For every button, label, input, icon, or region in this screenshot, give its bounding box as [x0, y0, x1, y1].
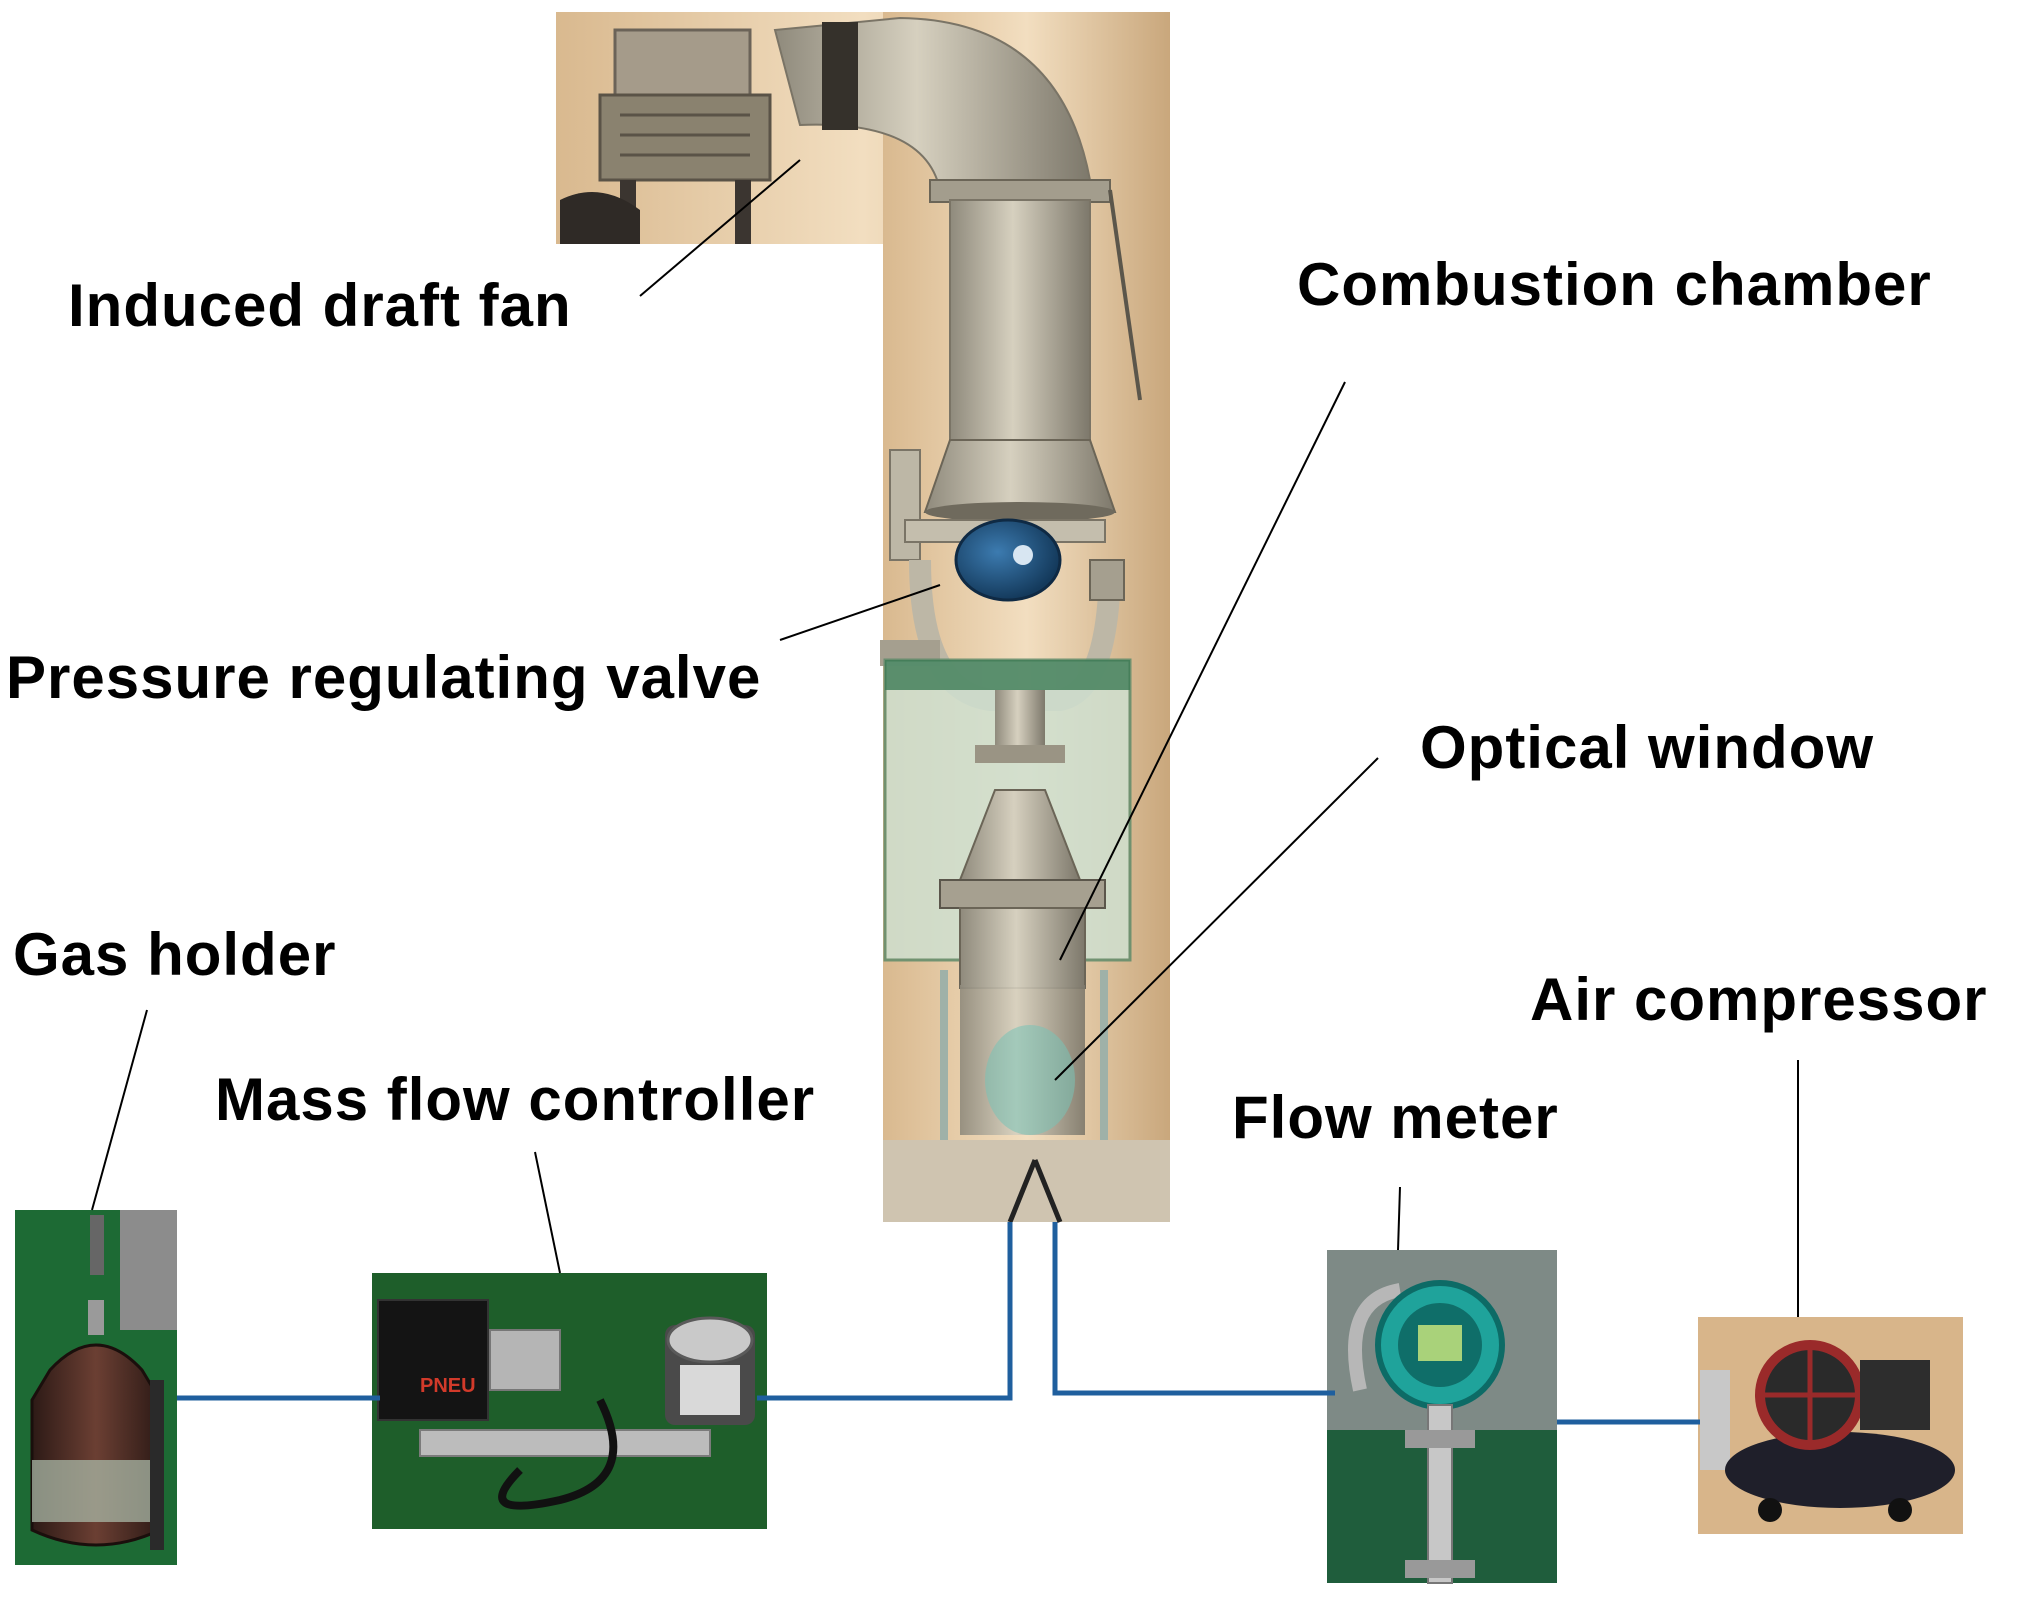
leader-flow-meter	[1397, 1186, 1401, 1251]
label-mass-flow-controller: Mass flow controller	[215, 1066, 816, 1133]
leader-gas-holder	[91, 1009, 148, 1211]
gas-holder-photo	[15, 1210, 177, 1565]
pipe-mfc-to-chamber	[757, 1222, 1013, 1401]
leader-optical-window	[1054, 757, 1379, 1081]
flow-meter-photo	[1327, 1250, 1557, 1584]
label-combustion-chamber: Combustion chamber	[1297, 251, 1932, 318]
leader-induced-draft-fan	[639, 159, 801, 297]
leader-pressure-regulating-valve	[779, 584, 941, 641]
label-pressure-regulating-valve: Pressure regulating valve	[6, 644, 762, 711]
label-induced-draft-fan: Induced draft fan	[68, 272, 572, 339]
induced-draft-fan-photo	[560, 28, 772, 244]
mfc-brand-text: PNEU	[420, 1375, 476, 1397]
label-gas-holder: Gas holder	[13, 921, 337, 988]
label-optical-window: Optical window	[1420, 714, 1875, 781]
pressure-regulating-valve-photo	[880, 449, 1125, 711]
pipe-flowmeter-to-chamber	[1052, 1222, 1335, 1396]
exhaust-duct-photo	[773, 16, 1142, 522]
leader-combustion-chamber	[1059, 381, 1346, 961]
air-compressor-photo	[1698, 1317, 1963, 1534]
leader-mass-flow-controller	[534, 1151, 561, 1274]
combustion-chamber-photo	[939, 690, 1108, 1170]
combustion-rig-photo	[556, 12, 1170, 1223]
label-air-compressor: Air compressor	[1530, 966, 1988, 1033]
leader-lines	[91, 159, 1799, 1317]
label-flow-meter: Flow meter	[1232, 1084, 1559, 1151]
mass-flow-controller-photo: PNEU	[372, 1273, 767, 1529]
pipe-connections	[177, 1222, 1700, 1425]
